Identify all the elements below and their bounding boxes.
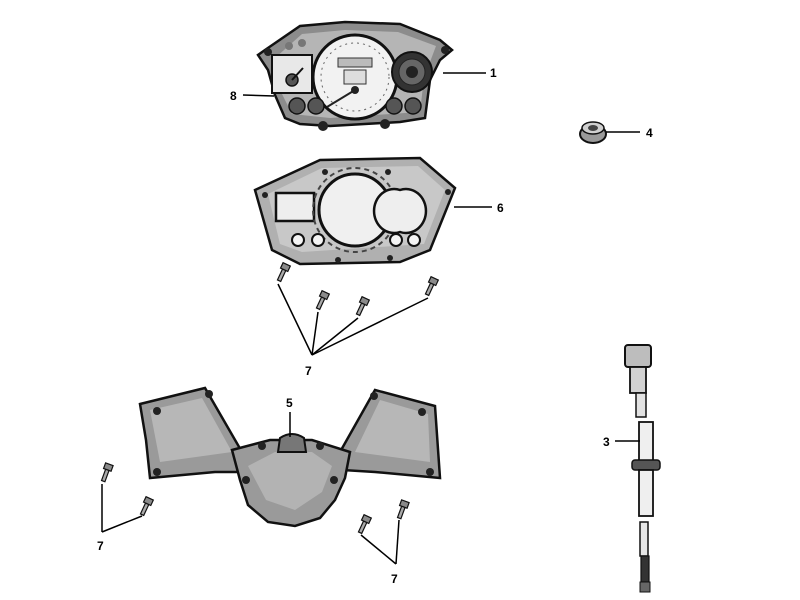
- screw-f: [139, 495, 155, 517]
- handlebar-cover: [138, 386, 442, 528]
- screw-a: [276, 261, 292, 283]
- grommet-part: [579, 121, 607, 144]
- callout-labels: 1 8 4 6 7 5 3 7 7: [97, 66, 653, 586]
- screw-c: [355, 295, 371, 317]
- callout-4: 4: [646, 126, 653, 140]
- callout-5: 5: [286, 396, 293, 410]
- callout-7-lower-right: 7: [391, 572, 398, 586]
- screw-g: [357, 513, 373, 535]
- screws-lower: [100, 462, 410, 535]
- screws-upper: [276, 261, 440, 317]
- screw-h: [396, 499, 410, 520]
- callout-6: 6: [497, 201, 504, 215]
- screw-b: [315, 289, 331, 311]
- leader-lines: [101, 72, 640, 565]
- speedometer-cable: [624, 344, 661, 593]
- callout-7-lower-left: 7: [97, 539, 104, 553]
- callout-8: 8: [230, 89, 237, 103]
- callout-1: 1: [490, 66, 497, 80]
- screw-e: [100, 462, 114, 483]
- screw-d: [424, 275, 440, 297]
- meter-panel-cover: [253, 156, 457, 266]
- callout-7-upper: 7: [305, 364, 312, 378]
- instrument-cluster: [256, 20, 454, 131]
- callout-3: 3: [603, 435, 610, 449]
